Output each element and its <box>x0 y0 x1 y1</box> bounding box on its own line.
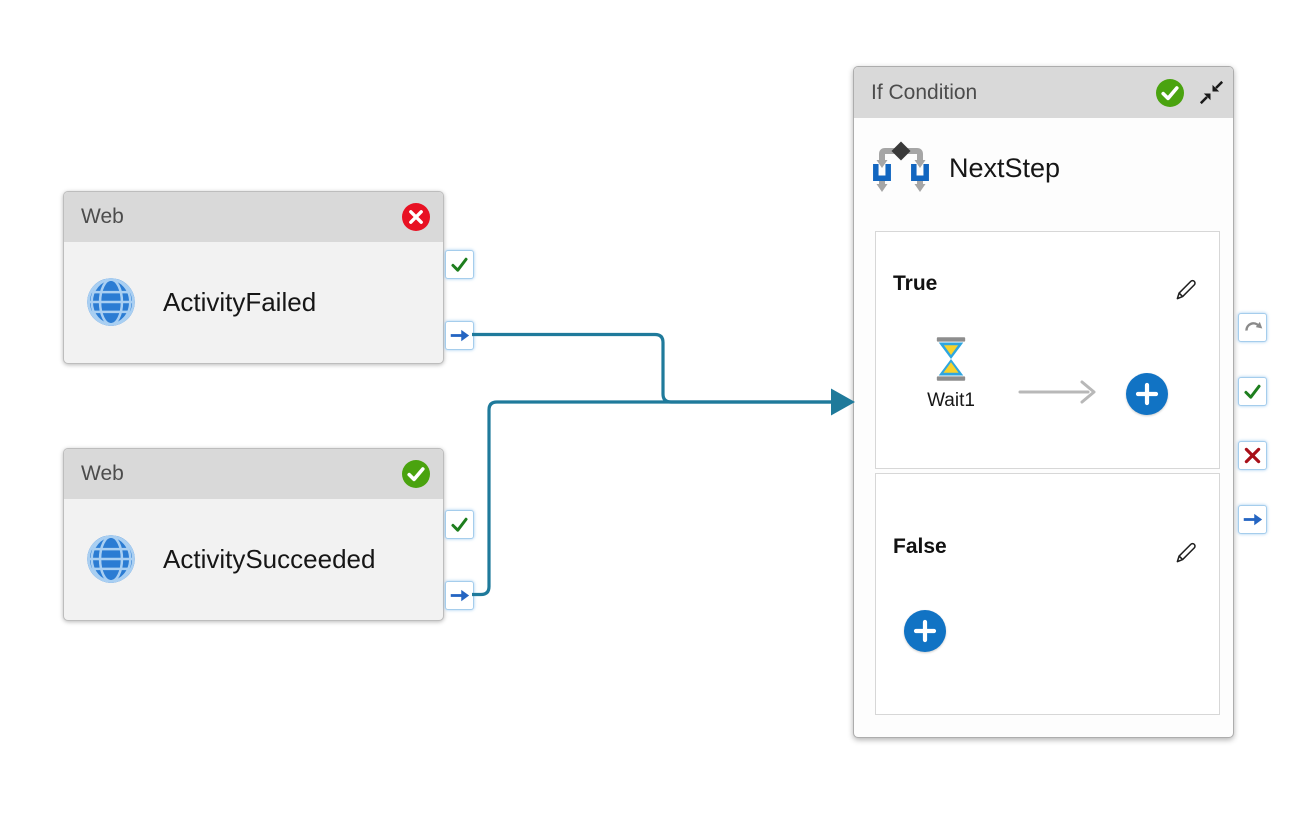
false-branch-label: False <box>893 535 947 558</box>
true-branch-container: True Wait1 <box>875 231 1220 469</box>
pencil-icon <box>1176 279 1196 300</box>
connector-arrowhead-icon <box>831 388 855 416</box>
globe-icon <box>87 535 135 583</box>
activity-name: ActivityFailed <box>163 286 317 317</box>
hourglass-icon <box>936 337 966 381</box>
collapse-button[interactable] <box>1198 79 1225 106</box>
activity-card-activityfailed[interactable]: Web ActivityFailed <box>63 191 444 364</box>
if-condition-branch-icon <box>873 141 929 192</box>
edit-false-branch-button[interactable] <box>1172 539 1200 567</box>
activity-type-label: If Condition <box>871 80 978 104</box>
success-badge-icon <box>402 460 430 488</box>
activity-body: ActivitySucceeded <box>64 499 443 619</box>
pencil-icon <box>1176 542 1196 563</box>
success-check-icon <box>451 257 468 272</box>
activity-type-label: Web <box>81 205 124 228</box>
port-activitysucceeded-success[interactable] <box>445 510 474 539</box>
edit-true-branch-button[interactable] <box>1172 276 1200 304</box>
connector-activityfailed-nextstep[interactable] <box>472 332 831 404</box>
add-activity-true-button[interactable] <box>1126 373 1168 415</box>
activity-name: ActivitySucceeded <box>163 543 376 574</box>
plus-icon <box>1135 382 1159 406</box>
port-nextstep-success[interactable] <box>1238 377 1267 406</box>
success-check-icon <box>451 517 468 532</box>
activity-type-label: Web <box>81 462 124 485</box>
false-branch-container: False <box>875 473 1220 715</box>
activity-card-wait1[interactable]: Wait1 <box>923 336 979 412</box>
port-activityfailed-success[interactable] <box>445 250 474 279</box>
completion-arrow-icon <box>450 589 470 602</box>
completion-arrow-icon <box>1243 513 1263 526</box>
port-activityfailed-completion[interactable] <box>445 321 474 350</box>
plus-icon <box>913 619 937 643</box>
if-condition-header: If Condition <box>854 67 1233 118</box>
activity-card-nextstep[interactable]: If Condition <box>853 66 1234 738</box>
sequence-arrow-icon <box>1018 380 1096 404</box>
globe-icon <box>87 278 135 326</box>
skipped-redo-icon <box>1244 321 1262 331</box>
activity-header: Web <box>64 449 443 499</box>
completion-arrow-icon <box>450 329 470 342</box>
success-check-icon <box>1244 384 1261 399</box>
success-badge-icon <box>1156 78 1184 107</box>
activity-body: ActivityFailed <box>64 242 443 362</box>
error-badge-icon <box>402 203 430 231</box>
fail-x-icon <box>1244 447 1261 464</box>
activity-name: NextStep <box>949 152 1061 183</box>
connector-activitysucceeded-nextstep[interactable] <box>472 400 831 597</box>
port-nextstep-completion[interactable] <box>1238 505 1267 534</box>
collapse-icon <box>1199 80 1224 105</box>
activity-name: Wait1 <box>927 390 975 411</box>
add-activity-false-button[interactable] <box>904 610 946 652</box>
port-nextstep-skipped[interactable] <box>1238 313 1267 342</box>
port-nextstep-failure[interactable] <box>1238 441 1267 470</box>
true-branch-label: True <box>893 272 938 295</box>
port-activitysucceeded-completion[interactable] <box>445 581 474 610</box>
activity-card-activitysucceeded[interactable]: Web ActivitySucceeded <box>63 448 444 621</box>
activity-header: Web <box>64 192 443 242</box>
if-condition-title-row: NextStep <box>854 137 1233 199</box>
